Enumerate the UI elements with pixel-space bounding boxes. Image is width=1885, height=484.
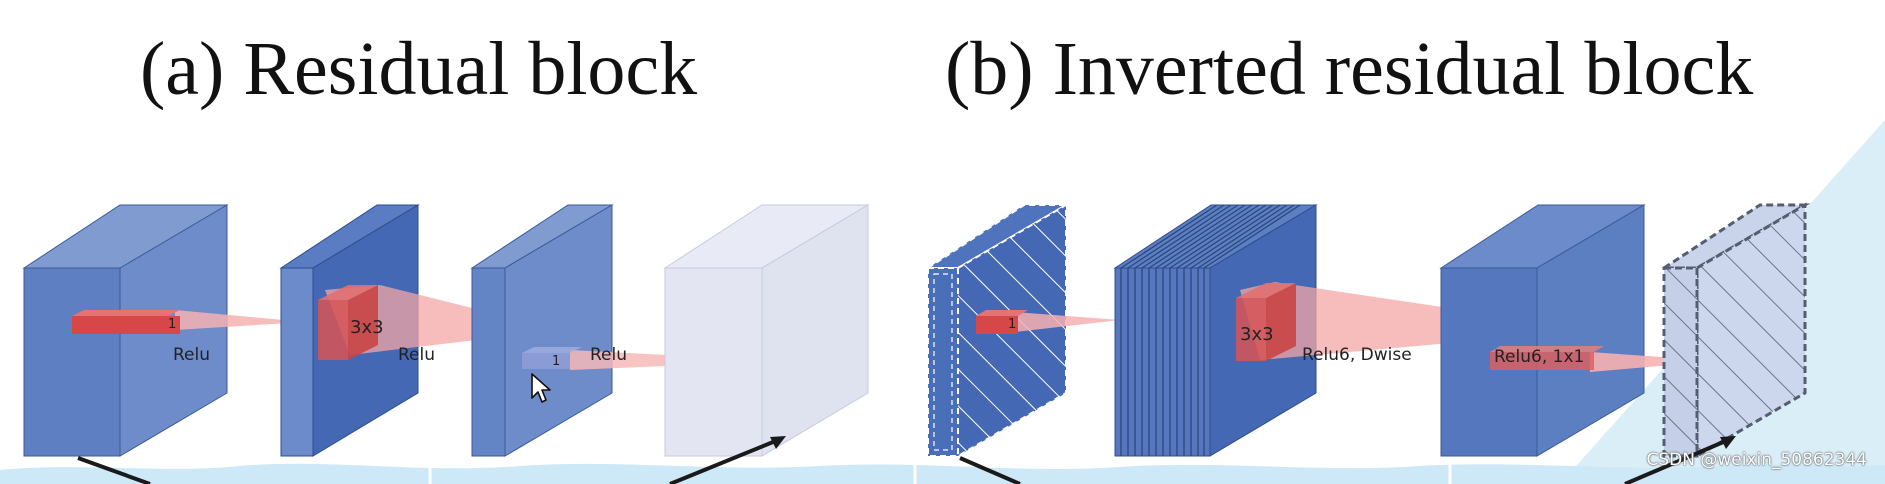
conv-projection-beam (325, 285, 560, 355)
channel-slices (1120, 204, 1301, 456)
relu6-1x1-label: Relu6, 1x1 (1494, 347, 1584, 367)
skip-connection-arrow (77, 456, 151, 484)
relu-label: Relu (590, 345, 627, 365)
kernel-size-label: 1 (168, 317, 176, 332)
inverted-output-tensor (1658, 202, 1811, 459)
conv-projection-beam (1240, 282, 1595, 360)
wave-band (0, 463, 1885, 484)
skip-connection-arrow (959, 456, 1021, 484)
kernel-1x1-a1 (72, 310, 180, 334)
kernel-size-label: 1 (1008, 317, 1016, 332)
conv-projection-beam (175, 310, 305, 330)
kernel-size-label: 3x3 (1240, 324, 1274, 345)
conv-projection-beam (1590, 352, 1718, 372)
skip-connection-arrow (1624, 438, 1729, 484)
relu-label: Relu (173, 345, 210, 365)
residual-input-tensor (22, 204, 229, 457)
inverted-residual-block-title: (b) Inverted residual block (945, 27, 1754, 111)
arrow-head (770, 436, 786, 449)
relu6-dwise-label: Relu6, Dwise (1302, 345, 1412, 365)
kernel-size-label: 3x3 (350, 317, 384, 338)
residual-output-tensor (663, 204, 870, 457)
arrow-head (1720, 436, 1736, 449)
kernel-1x1-a3 (522, 347, 582, 369)
residual-compressed-tensor (470, 204, 614, 457)
mouse-cursor-icon (531, 373, 551, 403)
kernel-size-label: 1 (552, 354, 560, 369)
residual-block-title: (a) Residual block (140, 27, 698, 111)
skip-connection-arrow (669, 438, 779, 484)
relu-label: Relu (398, 345, 435, 365)
kernel-1x1-b3 (1490, 346, 1604, 370)
kernel-3x3-a2 (318, 285, 378, 360)
watermark: CSDN @weixin_50862344 (1646, 450, 1867, 470)
conv-projection-beam (1015, 312, 1120, 332)
inverted-depthwise-output-tensor (1439, 204, 1646, 457)
kernel-1x1-b1 (976, 310, 1028, 334)
kernel-3x3-b2 (1236, 283, 1296, 361)
